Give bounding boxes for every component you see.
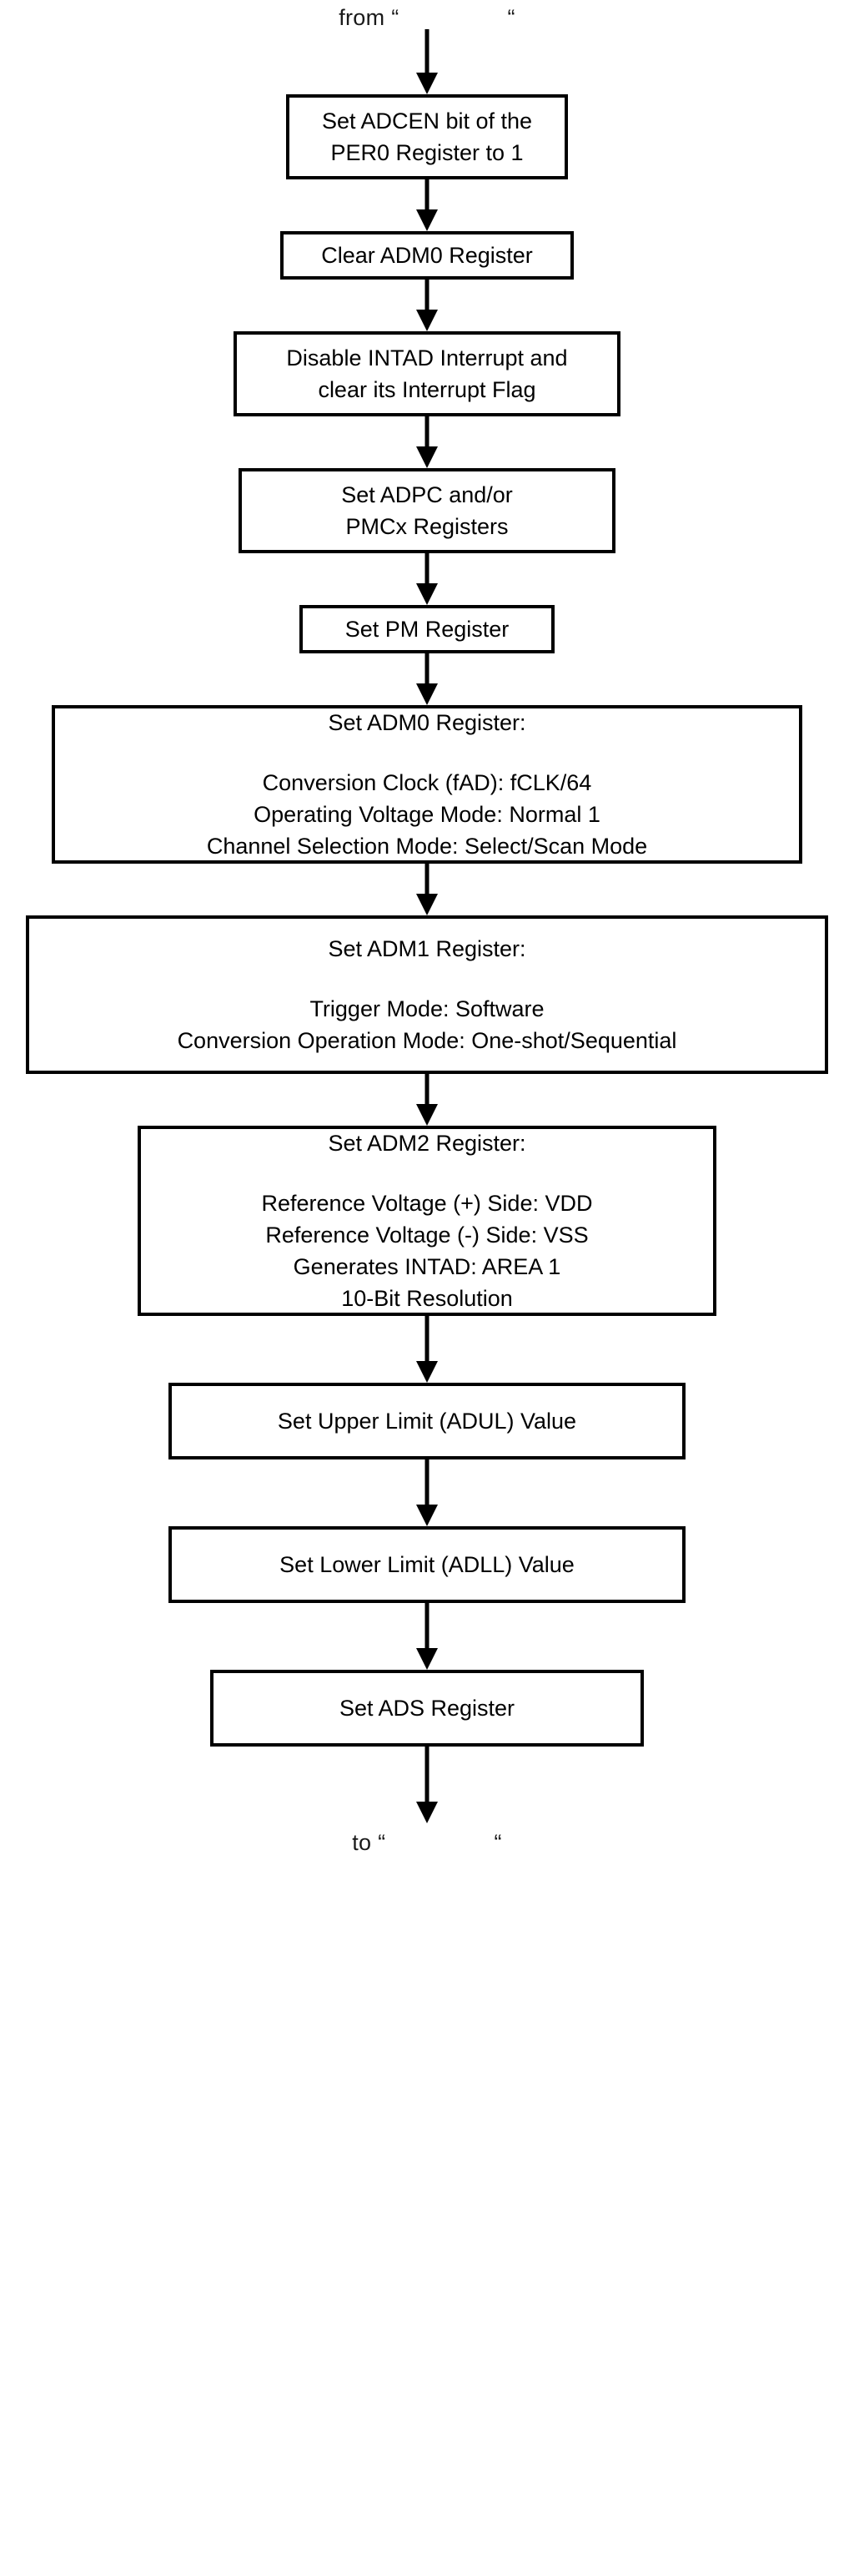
node-set-adm0-register[interactable]: Set ADM0 Register: Conversion Clock (fAD… [52, 705, 802, 864]
connector-arrow-7 [416, 1074, 438, 1126]
arrow-shaft [424, 179, 430, 213]
node-set-adm1-register[interactable]: Set ADM1 Register: Trigger Mode: Softwar… [26, 915, 828, 1074]
arrow-shaft [424, 1603, 430, 1651]
arrow-shaft [424, 653, 430, 687]
node-line: Set Lower Limit (ADLL) Value [279, 1552, 575, 1577]
connector-arrow-10 [416, 1603, 438, 1670]
arrow-shaft [424, 553, 430, 587]
connector-arrow-8 [416, 1316, 438, 1383]
arrow-shaft [424, 416, 430, 450]
arrow-head [416, 1648, 438, 1670]
node-detail-line: Reference Voltage (-) Side: VSS [265, 1222, 589, 1248]
node-detail-line: 10-Bit Resolution [341, 1286, 513, 1311]
node-line: PER0 Register to 1 [330, 140, 524, 165]
exit-label-close-quote: “ [494, 1830, 502, 1855]
node-line: Set ADCEN bit of the [321, 108, 533, 134]
arrow-head [416, 1505, 438, 1526]
node-line: Set ADS Register [339, 1696, 515, 1721]
connector-arrow-3 [416, 416, 438, 468]
node-clear-adm0-register[interactable]: Clear ADM0 Register [280, 231, 574, 280]
exit-label-space [371, 1830, 378, 1855]
entry-label: from “ “ [339, 7, 515, 29]
arrow-head [416, 73, 438, 94]
node-line: clear its Interrupt Flag [318, 377, 536, 402]
connector-arrow-9 [416, 1459, 438, 1526]
entry-label-prefix: from [339, 5, 385, 30]
node-line: PMCx Registers [345, 514, 509, 539]
arrow-shaft [424, 1747, 430, 1805]
node-detail-line: Operating Voltage Mode: Normal 1 [254, 802, 600, 827]
node-set-adm2-register[interactable]: Set ADM2 Register: Reference Voltage (+)… [138, 1126, 716, 1316]
node-set-upper-limit-adul[interactable]: Set Upper Limit (ADUL) Value [168, 1383, 686, 1459]
node-set-lower-limit-adll[interactable]: Set Lower Limit (ADLL) Value [168, 1526, 686, 1603]
node-detail-line: Conversion Operation Mode: One-shot/Sequ… [177, 1028, 677, 1053]
node-detail-line: Reference Voltage (+) Side: VDD [261, 1191, 593, 1216]
node-title: Set ADM0 Register: [328, 710, 526, 735]
entry-label-open-quote: “ [391, 5, 399, 30]
node-set-ads-register[interactable]: Set ADS Register [210, 1670, 644, 1747]
connector-arrow-1 [416, 179, 438, 231]
arrow-shaft [424, 1459, 430, 1508]
node-set-pm-register[interactable]: Set PM Register [299, 605, 555, 653]
node-line: Set PM Register [344, 617, 510, 642]
arrow-shaft [424, 1074, 430, 1107]
node-line: Clear ADM0 Register [321, 243, 533, 268]
connector-arrow-2 [416, 280, 438, 331]
arrow-head [416, 209, 438, 231]
node-line: Set ADPC and/or [341, 482, 513, 507]
node-line: Disable INTAD Interrupt and [286, 345, 568, 371]
connector-arrow-4 [416, 553, 438, 605]
exit-label-open-quote: “ [378, 1830, 386, 1855]
arrow-head [416, 1104, 438, 1126]
connector-arrow-6 [416, 864, 438, 915]
node-disable-intad-interrupt[interactable]: Disable INTAD Interrupt and clear its In… [234, 331, 620, 416]
node-title: Set ADM2 Register: [328, 1131, 526, 1156]
node-detail-line: Trigger Mode: Software [309, 996, 545, 1021]
entry-label-close-quote: “ [507, 5, 515, 30]
arrow-head [416, 1361, 438, 1383]
exit-label-prefix: to [352, 1830, 372, 1855]
arrow-shaft [424, 280, 430, 313]
node-detail-line: Channel Selection Mode: Select/Scan Mode [206, 834, 648, 859]
arrow-head [416, 446, 438, 468]
connector-arrow-entry [416, 29, 438, 94]
node-line: Set Upper Limit (ADUL) Value [277, 1409, 577, 1434]
exit-label: to “ “ [352, 1832, 502, 1854]
arrow-head [416, 683, 438, 705]
node-title: Set ADM1 Register: [328, 936, 526, 961]
arrow-shaft [424, 864, 430, 897]
connector-arrow-exit [416, 1747, 438, 1823]
connector-arrow-5 [416, 653, 438, 705]
node-set-adpc-pmcx-registers[interactable]: Set ADPC and/or PMCx Registers [239, 468, 615, 553]
arrow-head [416, 310, 438, 331]
arrow-head [416, 894, 438, 915]
node-detail-line: Generates INTAD: AREA 1 [293, 1254, 561, 1279]
arrow-shaft [424, 1316, 430, 1364]
node-set-adcen-bit[interactable]: Set ADCEN bit of the PER0 Register to 1 [286, 94, 568, 179]
node-detail-line: Conversion Clock (fAD): fCLK/64 [262, 770, 592, 795]
arrow-shaft [424, 29, 430, 76]
arrow-head [416, 1802, 438, 1823]
arrow-head [416, 583, 438, 605]
